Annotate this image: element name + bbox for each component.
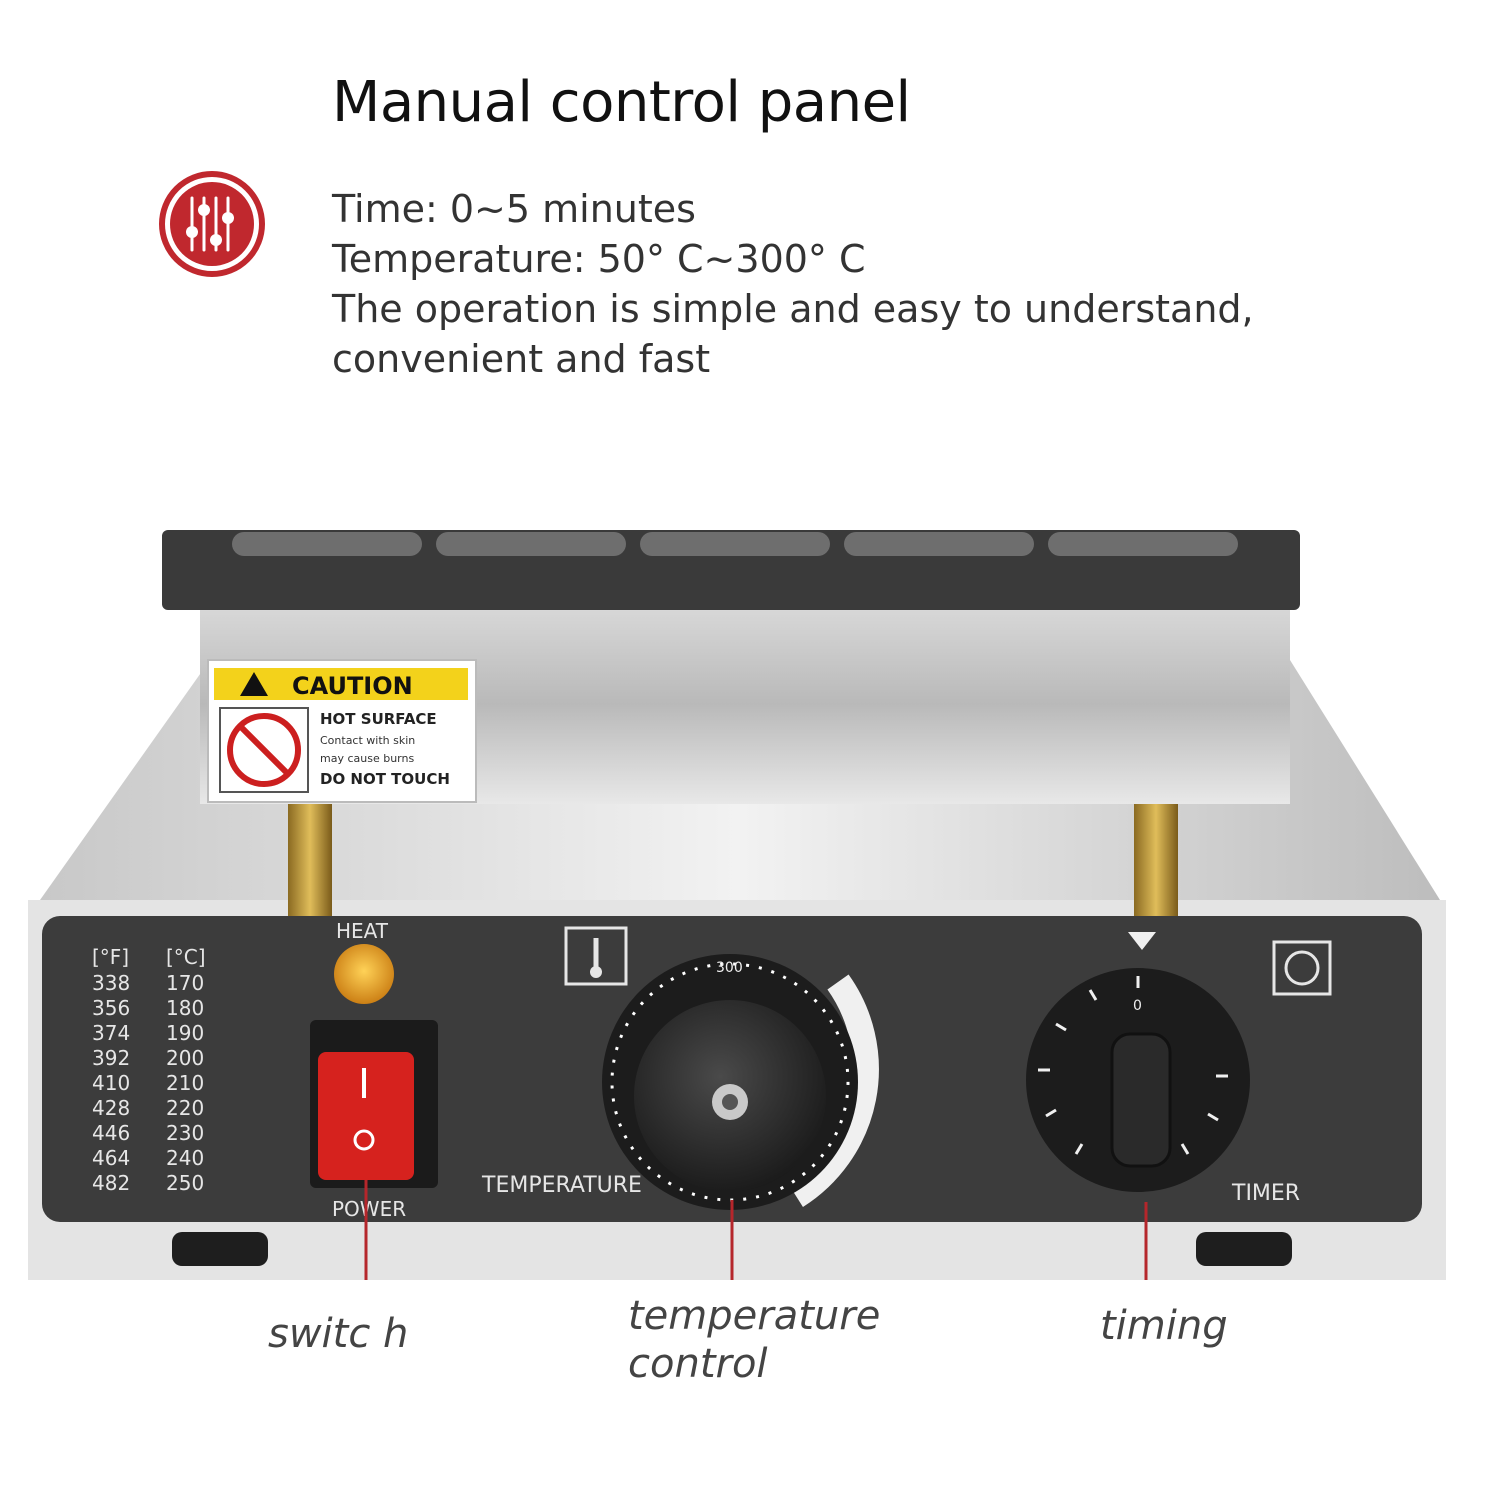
caution-line2: Contact with skin	[320, 734, 415, 747]
table-cell: 392	[92, 1046, 130, 1070]
table-cell: 230	[166, 1121, 204, 1145]
table-cell: 240	[166, 1146, 204, 1170]
left-foot	[172, 1232, 268, 1266]
temperature-label: TEMPERATURE	[481, 1173, 642, 1198]
table-cell: 374	[92, 1021, 130, 1045]
table-cell: 446	[92, 1121, 130, 1145]
table-cell: [°C]	[166, 945, 206, 969]
right-post	[1134, 804, 1178, 920]
caution-line1: HOT SURFACE	[320, 710, 437, 728]
temp-table: [°F] [°C] 338 170 356 180 374 190 392 200 41…	[92, 945, 206, 1195]
table-cell: 464	[92, 1146, 130, 1170]
table-cell: 356	[92, 996, 130, 1020]
heat-indicator-lamp	[334, 944, 394, 1004]
caution-line3: may cause burns	[320, 752, 414, 765]
heat-label: HEAT	[336, 919, 389, 943]
caution-heading: CAUTION	[292, 672, 413, 700]
power-switch[interactable]	[318, 1052, 414, 1180]
page-title: Manual control panel	[332, 70, 911, 135]
callout-switch: switc h	[268, 1311, 409, 1357]
table-cell: 250	[166, 1171, 204, 1195]
callout-timing: timing	[1100, 1303, 1228, 1349]
timer-clock-icon	[1272, 940, 1332, 996]
timer-label: TIMER	[1231, 1181, 1300, 1206]
table-cell: 210	[166, 1071, 204, 1095]
timer-dial-mark: 0	[1133, 998, 1142, 1014]
timer-knob[interactable]	[1110, 1032, 1172, 1168]
spec-list: Time: 0~5 minutes Temperature: 50° C~300…	[332, 184, 1472, 384]
callout-temperature-control: temperature control	[628, 1292, 880, 1388]
right-foot	[1196, 1232, 1292, 1266]
table-cell: 338	[92, 971, 130, 995]
thermometer-icon	[564, 926, 628, 986]
spec-description: The operation is simple and easy to unde…	[332, 287, 1254, 381]
table-cell: 180	[166, 996, 204, 1020]
table-cell: 170	[166, 971, 204, 995]
control-sliders-icon	[159, 171, 265, 277]
table-cell: 190	[166, 1021, 204, 1045]
table-cell: 410	[92, 1071, 130, 1095]
timer-pointer-icon	[1128, 932, 1156, 950]
spec-temperature: Temperature: 50° C~300° C	[332, 237, 866, 281]
table-cell: 200	[166, 1046, 204, 1070]
table-cell: 220	[166, 1096, 204, 1120]
callout-temperature-line1: temperature	[628, 1293, 881, 1339]
power-label: POWER	[332, 1197, 406, 1221]
temp-dial-mark: 300	[716, 960, 743, 976]
table-cell: 482	[92, 1171, 130, 1195]
left-post	[288, 804, 332, 920]
table-cell: [°F]	[92, 945, 129, 969]
callout-temperature-line2: control	[628, 1341, 768, 1387]
table-cell: 428	[92, 1096, 130, 1120]
spec-time: Time: 0~5 minutes	[332, 187, 696, 231]
temp-scale-arc	[788, 974, 879, 1207]
caution-line4: DO NOT TOUCH	[320, 770, 450, 788]
caution-label: CAUTION HOT SURFACE Contact with skin ma…	[207, 659, 477, 803]
machine-photo: CAUTION HOT SURFACE Contact with skin ma…	[28, 530, 1446, 1280]
